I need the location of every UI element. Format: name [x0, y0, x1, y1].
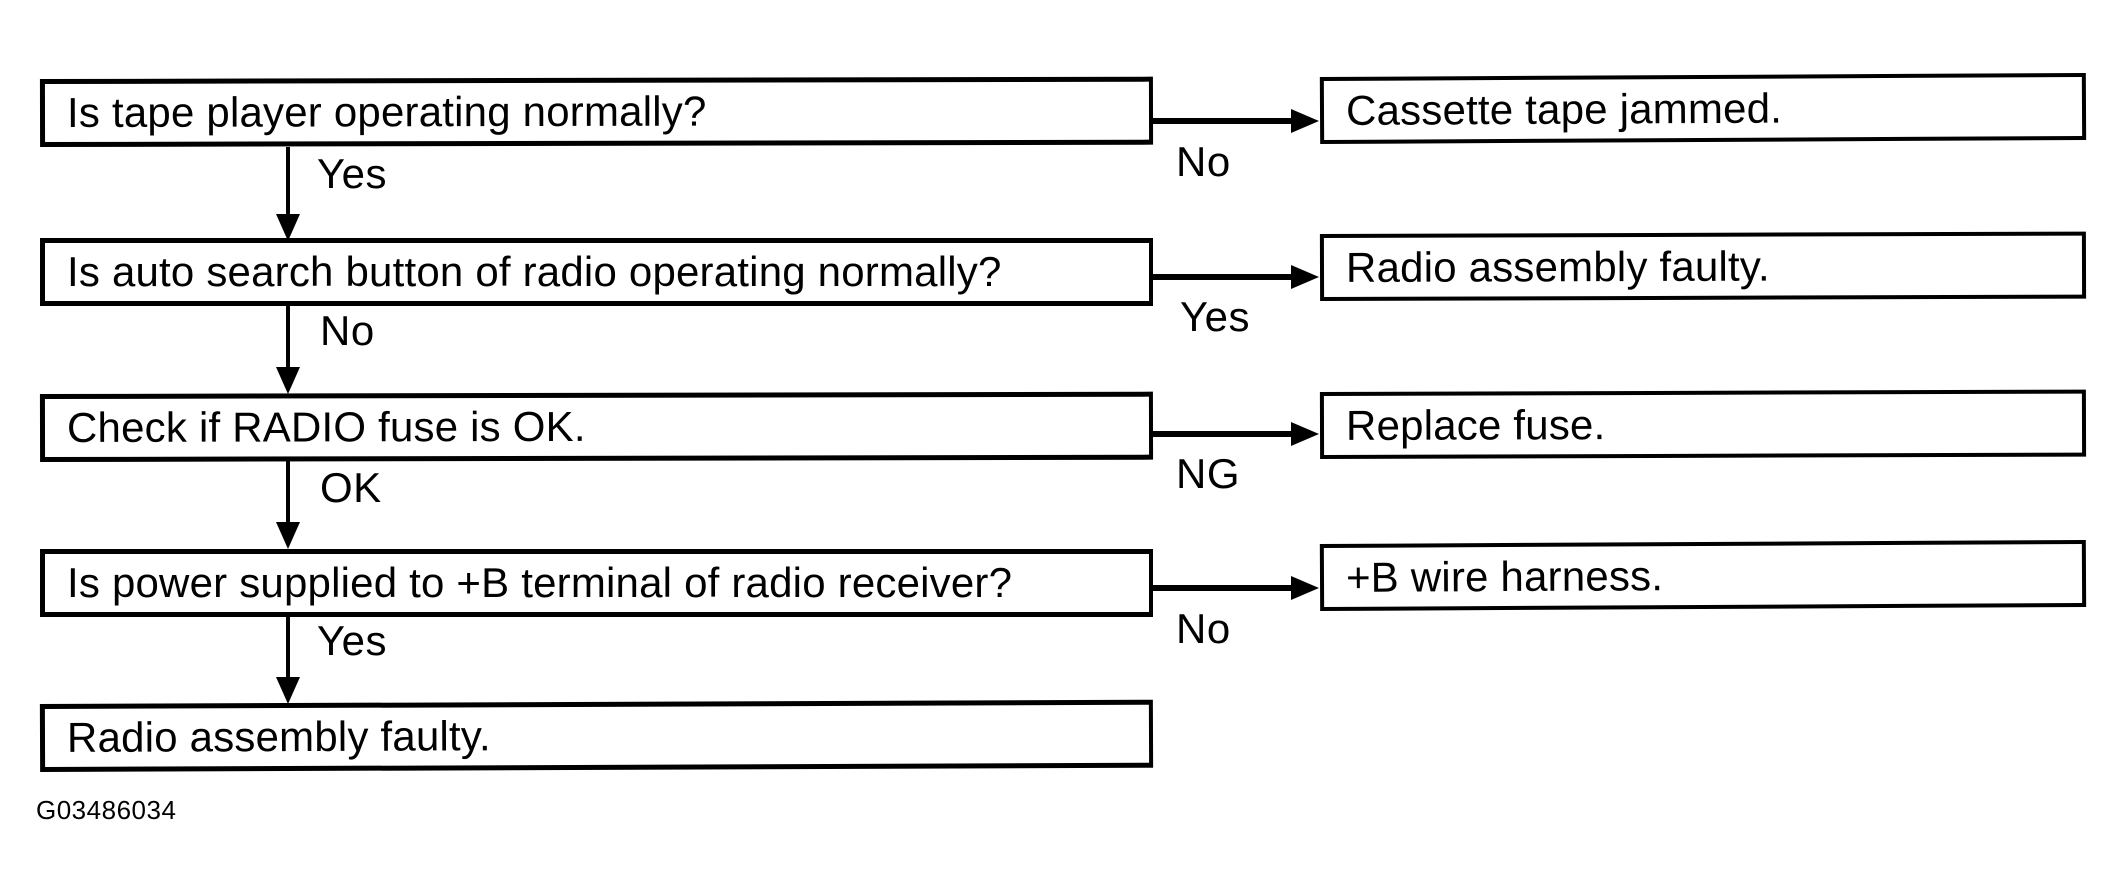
arrowhead-right-icon [1291, 109, 1319, 133]
branch-arrow-label-1: No [1176, 138, 1231, 185]
down-arrow-label-1: Yes [317, 150, 388, 197]
down-arrow-line [286, 306, 290, 370]
down-arrow-line [286, 461, 290, 524]
question-box-4: Is power supplied to +B terminal of radi… [40, 549, 1153, 617]
result-box-1: Cassette tape jammed. [1319, 72, 2087, 144]
arrowhead-right-icon [1291, 422, 1319, 446]
arrowhead-down-icon [276, 677, 300, 704]
branch-arrow-label-3: NG [1176, 450, 1240, 497]
question-text-4: Is power supplied to +B terminal of radi… [67, 559, 1013, 606]
branch-arrow-line [1153, 274, 1292, 280]
result-box-3: Replace fuse. [1319, 389, 2087, 459]
result-box-2: Radio assembly faulty. [1319, 231, 2087, 301]
figure-id: G03486034 [36, 795, 177, 825]
branch-arrow-label-4: No [1176, 605, 1231, 652]
question-text-1: Is tape player operating normally? [66, 87, 707, 136]
branch-arrow-line [1153, 585, 1292, 591]
branch-arrow-line [1153, 118, 1292, 124]
down-arrow-line [286, 616, 290, 679]
final-result-text: Radio assembly faulty. [66, 712, 491, 761]
final-result-box: Radio assembly faulty. [39, 699, 1154, 772]
question-text-3: Check if RADIO fuse is OK. [66, 402, 586, 451]
down-arrow-label-3: OK [320, 464, 382, 511]
question-box-3: Check if RADIO fuse is OK. [39, 391, 1154, 462]
down-arrow-label-4: Yes [317, 617, 388, 664]
arrowhead-right-icon [1291, 265, 1319, 289]
question-text-2: Is auto search button of radio operating… [67, 248, 1002, 295]
down-arrow-label-2: No [320, 307, 375, 354]
question-box-2: Is auto search button of radio operating… [40, 238, 1153, 306]
branch-arrow-line [1153, 431, 1292, 437]
down-arrow-line [286, 147, 290, 217]
result-box-4: +B wire harness. [1319, 539, 2087, 611]
arrowhead-down-icon [276, 214, 300, 241]
result-text-2: Radio assembly faulty. [1345, 242, 1770, 291]
arrowhead-down-icon [276, 522, 300, 549]
arrowhead-down-icon [276, 367, 300, 394]
branch-arrow-label-2: Yes [1180, 293, 1251, 340]
question-box-1: Is tape player operating normally? [39, 76, 1154, 147]
result-text-4: +B wire harness. [1345, 551, 1664, 601]
result-text-3: Replace fuse. [1345, 400, 1606, 449]
arrowhead-right-icon [1291, 576, 1319, 600]
result-text-1: Cassette tape jammed. [1345, 84, 1783, 134]
